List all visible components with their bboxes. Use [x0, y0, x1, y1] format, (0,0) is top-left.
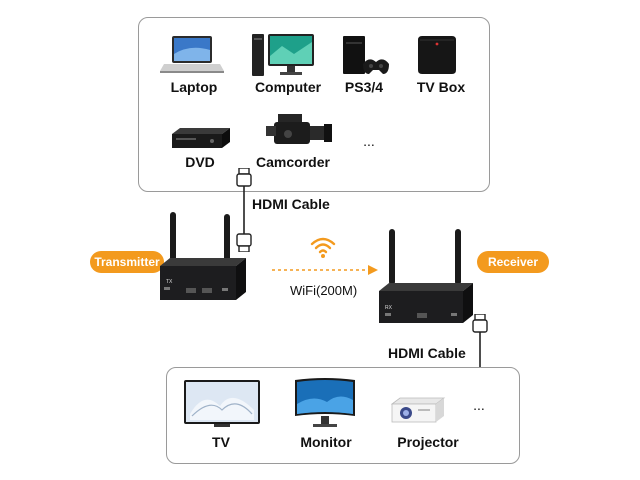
wifi-signal-arrow — [272, 265, 378, 275]
display-more-ellipsis: ... — [473, 397, 485, 413]
hdmi-cable-top-label: HDMI Cable — [252, 196, 330, 212]
source-label-camcorder: Camcorder — [256, 154, 330, 170]
transmitter-device-icon: TX — [160, 212, 246, 300]
wifi-icon — [310, 237, 336, 258]
dvd-player-icon — [172, 124, 230, 150]
svg-text:TX: TX — [166, 279, 173, 285]
source-label-computer: Computer — [254, 79, 322, 95]
display-label-projector: Projector — [397, 434, 459, 450]
camcorder-icon — [266, 112, 332, 152]
source-label-dvd: DVD — [185, 154, 215, 170]
source-more-ellipsis: ... — [363, 133, 375, 149]
source-label-ps34: PS3/4 — [344, 79, 384, 95]
tv-icon — [184, 380, 260, 427]
source-label-tvbox: TV Box — [416, 79, 466, 95]
computer-icon — [252, 32, 314, 78]
receiver-device-icon: RX — [379, 229, 473, 323]
receiver-label: Receiver — [477, 251, 549, 273]
display-label-tv: TV — [212, 434, 230, 450]
wifi-range-label: WiFi(200M) — [290, 283, 358, 298]
source-label-laptop: Laptop — [170, 79, 218, 95]
ps4-console-icon — [343, 34, 389, 78]
monitor-icon — [295, 378, 355, 427]
tv-box-icon — [414, 34, 460, 78]
transmitter-label: Transmitter — [90, 251, 164, 273]
projector-icon — [390, 397, 446, 423]
hdmi-cable-bottom-label: HDMI Cable — [388, 345, 466, 361]
laptop-icon — [160, 34, 224, 74]
svg-text:RX: RX — [385, 305, 393, 311]
display-label-monitor: Monitor — [300, 434, 352, 450]
hdmi-cable-top-icon — [236, 168, 252, 252]
